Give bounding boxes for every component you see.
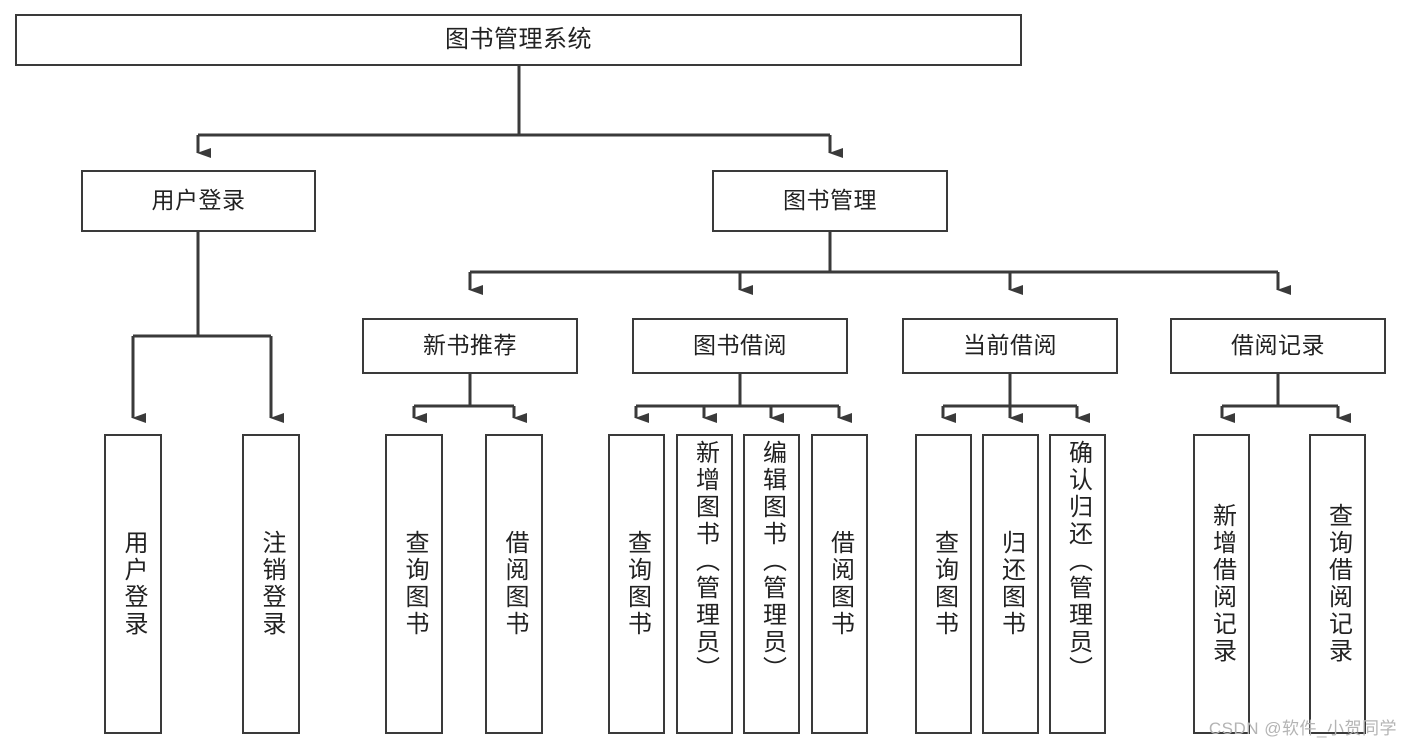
node-leaf-borrow-book-1[interactable]: 借阅图书 <box>485 434 543 734</box>
node-label: 编辑图书（管理员） <box>758 440 786 683</box>
node-label: 归还图书 <box>997 530 1025 638</box>
node-leaf-add-borrow-record[interactable]: 新增借阅记录 <box>1193 434 1250 734</box>
node-root-system[interactable]: 图书管理系统 <box>15 14 1022 66</box>
node-leaf-query-book-3[interactable]: 查询图书 <box>915 434 972 734</box>
node-leaf-query-book-2[interactable]: 查询图书 <box>608 434 665 734</box>
node-leaf-user-login[interactable]: 用户登录 <box>104 434 162 734</box>
node-label: 确认归还（管理员） <box>1064 440 1092 683</box>
node-label: 查询图书 <box>401 530 428 638</box>
node-leaf-borrow-book-2[interactable]: 借阅图书 <box>811 434 868 734</box>
node-leaf-query-book-1[interactable]: 查询图书 <box>385 434 443 734</box>
node-label: 图书借阅 <box>693 332 787 359</box>
node-user-login[interactable]: 用户登录 <box>81 170 316 232</box>
node-label: 图书管理 <box>783 187 877 214</box>
node-borrow-record[interactable]: 借阅记录 <box>1170 318 1386 374</box>
node-book-manage[interactable]: 图书管理 <box>712 170 948 232</box>
node-label: 新增图书（管理员） <box>691 440 719 683</box>
node-label: 借阅记录 <box>1231 332 1325 359</box>
node-label: 查询图书 <box>930 530 958 638</box>
node-leaf-query-borrow-record[interactable]: 查询借阅记录 <box>1309 434 1366 734</box>
node-label: 查询图书 <box>623 530 651 638</box>
node-label: 新书推荐 <box>423 332 517 359</box>
node-book-borrow[interactable]: 图书借阅 <box>632 318 848 374</box>
node-label: 用户登录 <box>120 530 147 638</box>
node-leaf-user-logout[interactable]: 注销登录 <box>242 434 300 734</box>
node-label: 图书管理系统 <box>445 25 592 53</box>
node-label: 当前借阅 <box>963 332 1057 359</box>
node-leaf-edit-book[interactable]: 编辑图书（管理员） <box>743 434 800 734</box>
node-label: 注销登录 <box>258 530 285 638</box>
node-label: 借阅图书 <box>501 530 528 638</box>
node-leaf-add-book[interactable]: 新增图书（管理员） <box>676 434 733 734</box>
node-label: 借阅图书 <box>826 530 854 638</box>
watermark-text: CSDN @软件_小贺同学 <box>1208 719 1397 738</box>
node-new-book-recommend[interactable]: 新书推荐 <box>362 318 578 374</box>
node-label: 查询借阅记录 <box>1324 503 1352 665</box>
node-leaf-confirm-return[interactable]: 确认归还（管理员） <box>1049 434 1106 734</box>
node-label: 新增借阅记录 <box>1208 503 1236 665</box>
node-current-borrow[interactable]: 当前借阅 <box>902 318 1118 374</box>
node-leaf-return-book[interactable]: 归还图书 <box>982 434 1039 734</box>
node-label: 用户登录 <box>151 187 246 214</box>
